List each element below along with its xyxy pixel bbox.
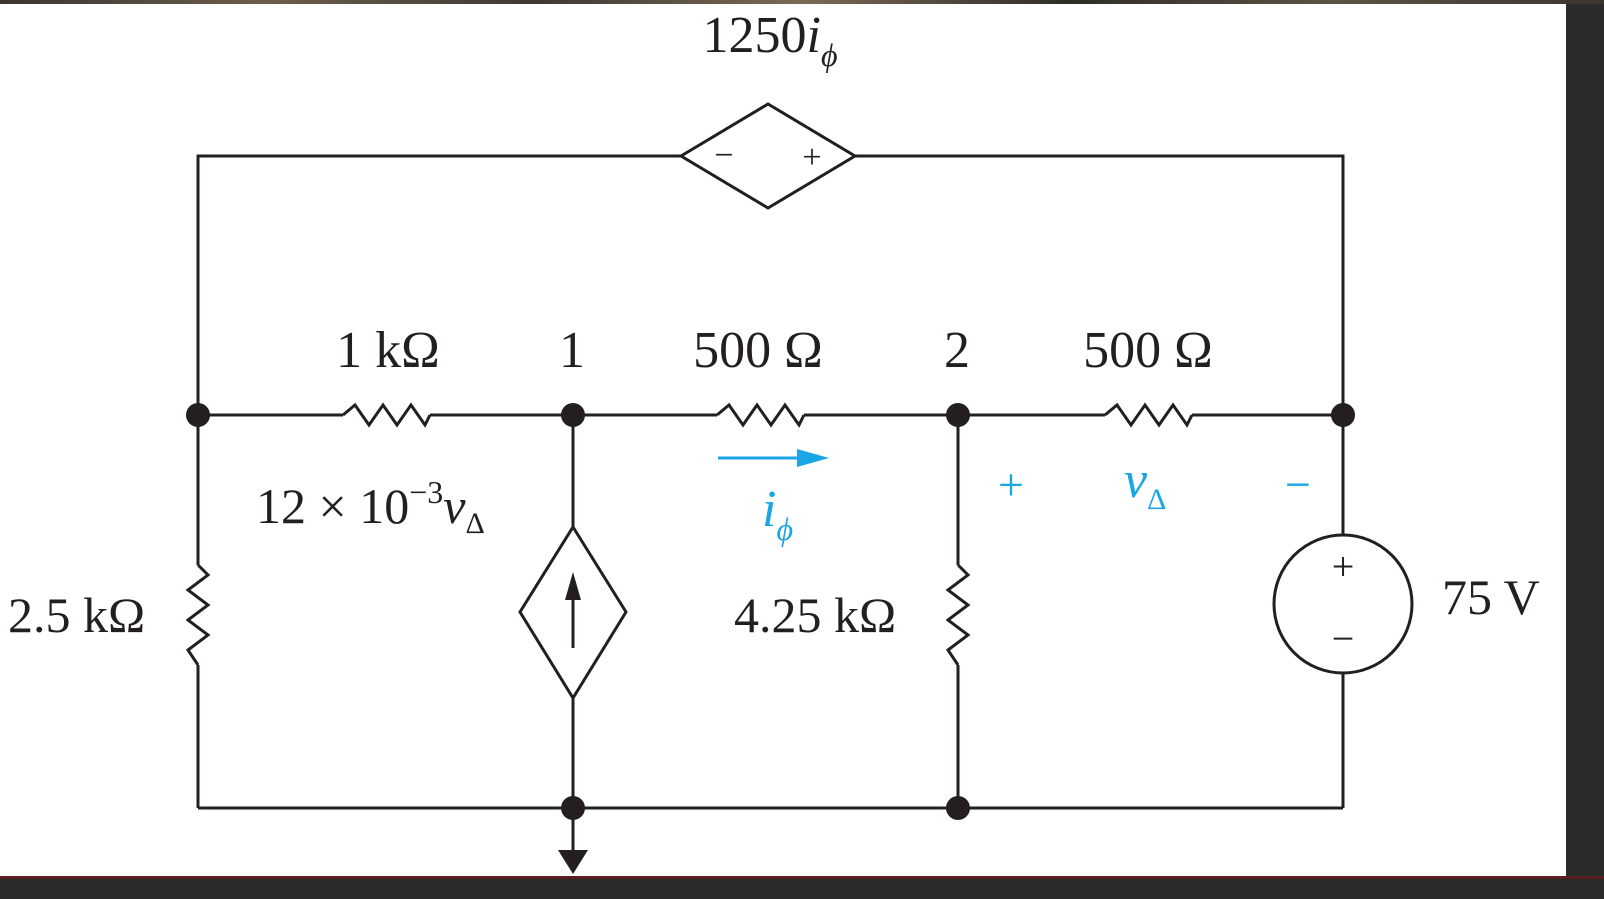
resistor-4-25k	[945, 563, 971, 666]
voltage-v-delta-annotation: + vΔ −	[998, 452, 1311, 516]
resistor-1k	[342, 402, 432, 428]
v-delta-plus-sign: +	[998, 459, 1024, 510]
dependent-voltage-source: − +	[678, 102, 858, 210]
vs-plus-sign: +	[1332, 544, 1355, 589]
node-dot	[946, 796, 970, 820]
node-2-label: 2	[944, 322, 970, 379]
voltage-source-75v: + −	[1272, 533, 1414, 675]
r-2-5k-label: 2.5 kΩ	[8, 587, 145, 643]
dvs-minus-sign: −	[714, 137, 733, 174]
current-i-phi-annotation: iϕ	[718, 449, 829, 547]
circuit-diagram: − + 1250iϕ 12 × 10−3vΔ + − 75 V	[8, 7, 1540, 874]
wires	[196, 154, 1345, 853]
vs-value-label: 75 V	[1442, 569, 1540, 625]
resistor-2-5k	[185, 563, 211, 666]
ground-arrow-icon	[558, 850, 588, 874]
up-arrow-icon	[565, 572, 581, 600]
dcs-label: 12 × 10−3vΔ	[256, 474, 485, 540]
dvs-label: 1250iϕ	[702, 7, 837, 73]
node-1-label: 1	[559, 322, 585, 379]
v-delta-minus-sign: −	[1285, 459, 1311, 510]
wire-top-right	[855, 154, 1345, 415]
right-arrow-icon	[797, 449, 829, 467]
wire-top-left	[196, 154, 681, 415]
resistor-500-right	[1104, 402, 1194, 428]
resistor-500-mid	[716, 402, 806, 428]
window-top-edge	[0, 0, 1604, 4]
vs-minus-sign: −	[1332, 616, 1355, 661]
r-500-mid-label: 500 Ω	[693, 322, 823, 379]
i-phi-label: iϕ	[762, 481, 793, 547]
dvs-plus-sign: +	[802, 139, 821, 176]
v-delta-label: vΔ	[1124, 452, 1166, 516]
node-dot	[946, 403, 970, 427]
r-500-right-label: 500 Ω	[1083, 322, 1213, 379]
r-1k-label: 1 kΩ	[336, 322, 440, 379]
right-edge-strip	[1566, 4, 1604, 876]
r-4-25k-label: 4.25 kΩ	[734, 587, 896, 643]
dependent-current-source	[518, 524, 628, 701]
node-dot	[1331, 403, 1355, 427]
node-dot	[561, 796, 585, 820]
node-dot	[561, 403, 585, 427]
junction-nodes	[186, 403, 1355, 820]
window-bottom-edge	[0, 876, 1604, 879]
node-dot	[186, 403, 210, 427]
diagram-panel: − + 1250iϕ 12 × 10−3vΔ + − 75 V	[0, 4, 1566, 876]
